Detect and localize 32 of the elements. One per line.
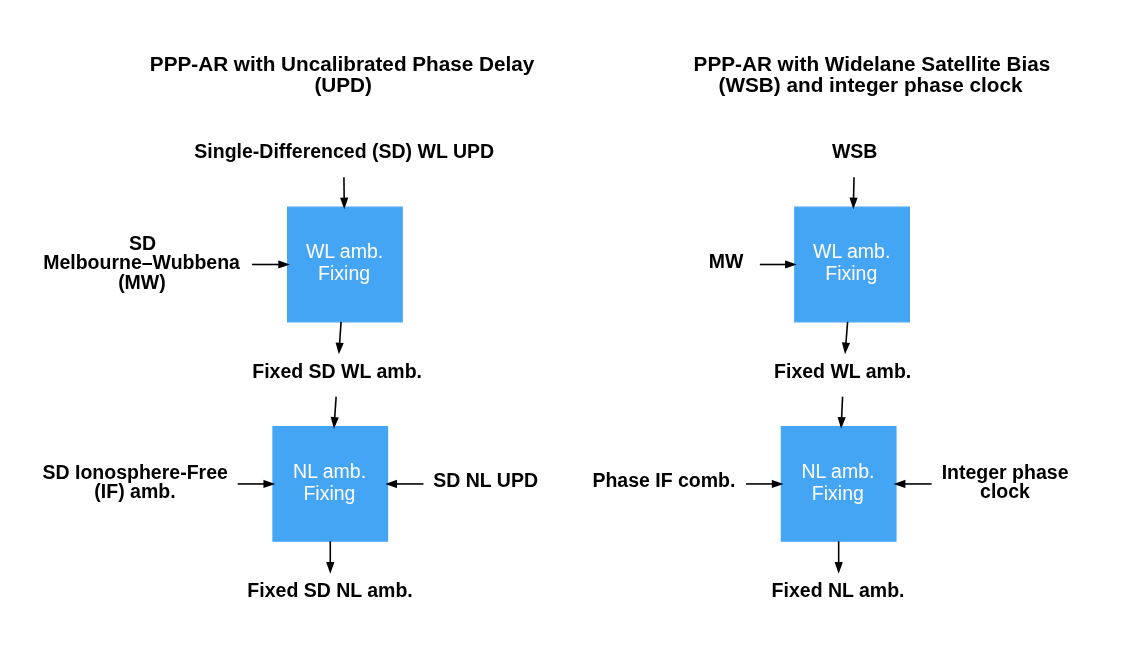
node-text: Single-Differenced (SD) WL UPD xyxy=(194,139,495,162)
arrow xyxy=(834,540,843,574)
arrow xyxy=(340,175,349,209)
node-box: WL amb. Fixing xyxy=(287,206,403,322)
arrow xyxy=(385,479,425,488)
node-text: SD NL UPD xyxy=(433,468,539,491)
node-text: SD Melbourne–Wubbena (MW) xyxy=(43,231,240,293)
node-text: WSB xyxy=(831,139,878,162)
node-box: WL amb. Fixing xyxy=(794,206,910,322)
arrow xyxy=(251,259,290,269)
node-text: MW xyxy=(708,249,744,272)
arrow xyxy=(841,320,851,354)
arrow xyxy=(849,175,858,209)
arrow xyxy=(326,540,335,574)
label: PPP-AR with Uncalibrated Phase Delay (UPD) xyxy=(149,51,535,96)
arrow xyxy=(837,395,846,429)
label: PPP-AR with Widelane Satellite Bias (WSB) and integer phase clock xyxy=(693,51,1051,96)
arrow xyxy=(893,479,933,488)
node-box: NL amb. Fixing xyxy=(780,425,897,542)
arrow xyxy=(330,395,339,429)
arrow xyxy=(745,479,784,488)
node-text: Phase IF comb. xyxy=(592,468,736,491)
node-box: NL amb. Fixing xyxy=(272,425,389,542)
node-text: Fixed SD NL amb. xyxy=(247,578,413,601)
arrow xyxy=(335,320,344,354)
node-text: Fixed NL amb. xyxy=(771,578,905,601)
arrow xyxy=(759,259,797,269)
node-text: SD Ionosphere-Free (IF) amb. xyxy=(42,460,228,502)
node-text: Integer phase clock xyxy=(941,460,1069,502)
arrow xyxy=(236,479,276,488)
node-text: Fixed WL amb. xyxy=(774,359,912,382)
node-text: Fixed SD WL amb. xyxy=(252,359,422,382)
